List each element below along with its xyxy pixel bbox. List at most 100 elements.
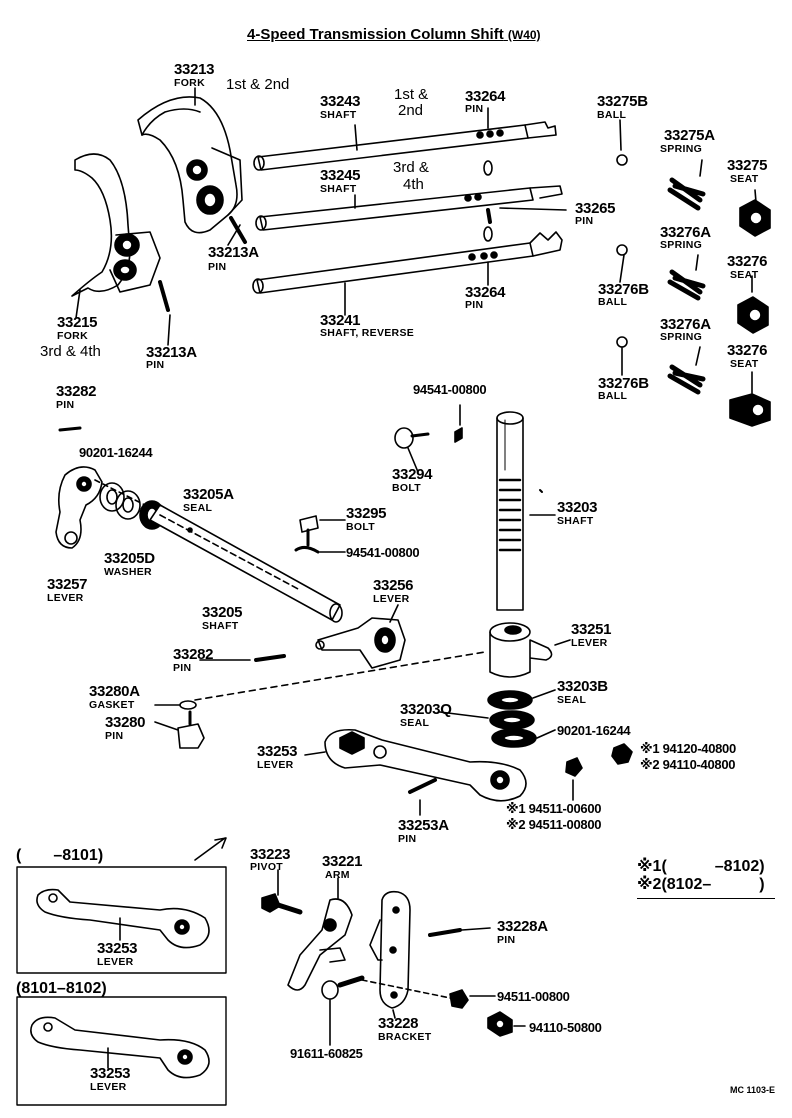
label-33203q-num: 33203Q: [400, 701, 452, 718]
nut-94120-40800: [611, 743, 633, 765]
diagram-title-code: (W40): [507, 28, 541, 42]
pin-33213a-lower: [158, 280, 170, 312]
arm-33221-drawing: [287, 898, 353, 991]
shaft-33203-drawing: [496, 411, 524, 611]
label-33205d-name: WASHER: [104, 566, 152, 578]
washer-33205d: [115, 490, 141, 520]
label-33221-num: 33221: [322, 853, 363, 870]
pin-33228a: [428, 928, 462, 937]
label-33228a-name: PIN: [497, 934, 516, 946]
label-33243-num: 33243: [320, 93, 361, 110]
label-33223-num: 33223: [250, 846, 291, 863]
label-33253-main-num: 33253: [257, 743, 298, 760]
label-33243-note-2: 2nd: [398, 102, 424, 119]
label-33215-note: 3rd & 4th: [40, 343, 101, 360]
ball-33276b-upper: [616, 244, 628, 256]
box2-num: 33253: [90, 1065, 131, 1082]
reference-arrow: [194, 837, 227, 861]
pin-33265: [486, 208, 492, 224]
label-33294-name: BOLT: [392, 482, 421, 494]
label-33275a-name: SPRING: [660, 143, 703, 155]
pivot-33223-drawing: [261, 893, 303, 915]
label-33295-num: 33295: [346, 505, 387, 522]
label-90201-16244-lower: 90201-16244: [557, 723, 631, 738]
label-33203-name: SHAFT: [557, 515, 594, 527]
legend-underline: [637, 898, 775, 899]
label-33245-num: 33245: [320, 167, 361, 184]
fork-33213-drawing: [137, 96, 243, 234]
label-33213a-lower-num: 33213A: [146, 344, 197, 361]
label-33264-lower-name: PIN: [465, 299, 484, 311]
label-33213a-upper-num: 33213A: [208, 244, 259, 261]
washer-90201-16244: [99, 482, 125, 512]
label-33215-num: 33215: [57, 314, 98, 331]
label-33241-num: 33241: [320, 312, 361, 329]
label-33256-num: 33256: [373, 577, 414, 594]
label-33257-name: LEVER: [47, 592, 84, 604]
washer-94511-00600: [565, 757, 583, 777]
gasket-33280a: [179, 700, 197, 710]
label-94120-40800: ※1 94120-40800: [640, 741, 736, 756]
label-33203b-num: 33203B: [557, 678, 608, 695]
lever-33256-drawing: [315, 617, 406, 669]
variant-box-2: [16, 996, 227, 1106]
label-33276-lower-name: SEAT: [730, 358, 759, 370]
label-33276a-lower-num: 33276A: [660, 316, 711, 333]
label-94541-00800-upper: 94541-00800: [413, 382, 487, 397]
label-33275b-name: BALL: [597, 109, 627, 121]
pin-33264-lower-ring: [483, 226, 493, 242]
label-33205-name: SHAFT: [202, 620, 239, 632]
ball-33275b: [616, 154, 628, 166]
pin-33282-lower: [254, 654, 286, 662]
label-91611-60825: 91611-60825: [290, 1046, 363, 1061]
label-33256-name: LEVER: [373, 593, 410, 605]
label-33253a-num: 33253A: [398, 817, 449, 834]
label-33275-num: 33275: [727, 157, 768, 174]
bolt-91611-60825-drawing: [321, 975, 365, 1000]
label-33280-num: 33280: [105, 714, 146, 731]
bolt-33294-drawing: [394, 427, 430, 449]
label-33294-num: 33294: [392, 466, 433, 483]
box1-range: ( –8101): [16, 847, 104, 864]
fork-33215-drawing: [71, 153, 161, 297]
variant-box-1: [16, 866, 227, 974]
label-33275b-num: 33275B: [597, 93, 648, 110]
label-33223-name: PIVOT: [250, 861, 284, 873]
label-33257-num: 33257: [47, 576, 88, 593]
label-33276-upper-name: SEAT: [730, 269, 759, 281]
box2-range: (8101–8102): [16, 980, 107, 997]
label-94511-00800-b: 94511-00800: [497, 989, 570, 1004]
seat-33276-lower: [729, 393, 771, 427]
lever-33253-main-drawing: [324, 728, 527, 802]
label-33205a-name: SEAL: [183, 502, 213, 514]
label-33203b-name: SEAL: [557, 694, 587, 706]
label-33251-name: LEVER: [571, 637, 608, 649]
label-94110-50800: 94110-50800: [529, 1020, 602, 1035]
label-90201-16244-upper: 90201-16244: [79, 445, 153, 460]
label-33295-name: BOLT: [346, 521, 375, 533]
label-33221-name: ARM: [325, 869, 350, 881]
label-33213-note: 1st & 2nd: [226, 76, 290, 93]
label-33251-num: 33251: [571, 621, 612, 638]
spring-33276a-upper: [667, 269, 706, 301]
shaft-33243-drawing: [253, 121, 557, 171]
box1-name: LEVER: [97, 956, 134, 968]
label-33264-lower-num: 33264: [465, 284, 506, 301]
label-33213a-upper-name: PIN: [208, 261, 227, 273]
label-33280a-num: 33280A: [89, 683, 140, 700]
label-33280-name: PIN: [105, 730, 124, 742]
label-33205a-num: 33205A: [183, 486, 234, 503]
label-33276b-lower-name: BALL: [598, 390, 628, 402]
label-33245-note-2: 4th: [403, 176, 424, 193]
label-94541-00800-lower: 94541-00800: [346, 545, 420, 560]
bracket-33228-drawing: [369, 890, 411, 1009]
pin-33280-drawing: [177, 710, 205, 749]
label-33280a-name: GASKET: [89, 699, 135, 711]
lever-33253-variant-2: [30, 1016, 210, 1079]
lever-33257-drawing: [55, 466, 103, 549]
label-33213-num: 33213: [174, 61, 215, 78]
spring-33276a-lower: [667, 364, 706, 395]
pin-33264-upper: [483, 160, 493, 176]
label-33276a-upper-num: 33276A: [660, 224, 711, 241]
